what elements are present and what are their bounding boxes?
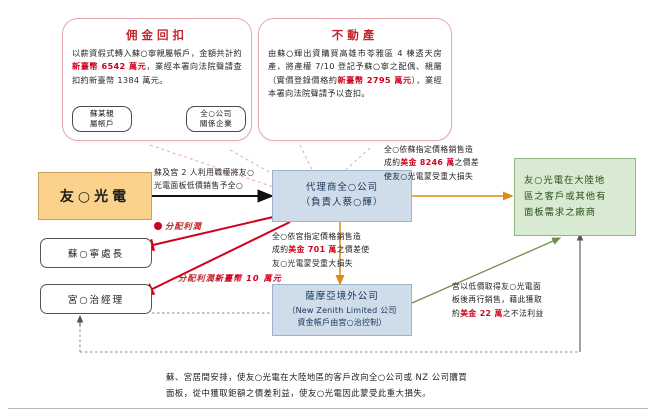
node-youguang-label: 友○光電 bbox=[59, 189, 131, 205]
annotation-nz-profit-line3b: 之不法利益 bbox=[502, 308, 544, 318]
node-su-director: 蘇○寧處長 bbox=[40, 238, 152, 268]
panel-real-estate-body: 由蘇○輝出資購買高雄市苓雅區 4 棟透天房產，將產權 7/10 登記予蘇○寧之配… bbox=[268, 47, 442, 99]
annotation-profit-share-amount: 分配利潤新臺幣 10 萬元 bbox=[178, 272, 282, 286]
annotation-gong-price-line2: 成約美金 701 萬之價差使 bbox=[272, 243, 402, 256]
bottom-summary-line1: 蘇、宮居間安排，使友○光電在大陸地區的客戶改向全○公司或 NZ 公司購買 bbox=[166, 372, 468, 382]
annotation-gong-price-diff: 全○依宮指定價格銷售造 成約美金 701 萬之價差使 友○光電蒙受重大損失 bbox=[272, 230, 402, 270]
annotation-gong-price-line3: 友○光電蒙受重大損失 bbox=[272, 258, 353, 268]
node-agent-line1: 代理商全○公司 bbox=[305, 182, 379, 194]
profit-share-bullet-icon bbox=[154, 222, 162, 230]
annotation-nz-profit-line2: 板後再行銷售，藉此獲取 bbox=[452, 295, 543, 305]
annotation-nz-profit-line3a: 約 bbox=[452, 308, 461, 318]
annotation-gong-price-line1: 全○依宮指定價格銷售造 bbox=[272, 232, 362, 241]
node-samoa-offshore-company: 薩摩亞境外公司 （New Zenith Limited 公司 資金帳戶由宮○治控… bbox=[272, 284, 412, 336]
bottom-summary: 蘇、宮居間安排，使友○光電在大陸地區的客戶改向全○公司或 NZ 公司購買 面板，… bbox=[166, 370, 566, 401]
pill-su-line2: 屬帳戶 bbox=[89, 119, 115, 128]
annotation-nz-profit-line1: 宮以低價取得友○光電面 bbox=[452, 282, 542, 291]
node-gong-manager-label: 宮○治經理 bbox=[67, 295, 125, 306]
annotation-nz-profit-amount: 美金 22 萬 bbox=[460, 308, 503, 318]
annotation-su-price-line2: 成約美金 8246 萬之價差 bbox=[384, 156, 512, 169]
annotation-profit-share: 分配利潤 bbox=[165, 220, 202, 234]
real-estate-amount: 新臺幣 2795 萬元 bbox=[337, 74, 412, 85]
annotation-profit-amount-value: 新臺幣 10 萬元 bbox=[214, 273, 282, 283]
annotation-gong-price-line2a: 成約 bbox=[272, 245, 289, 255]
annotation-gong-price-line2b: 之價差使 bbox=[336, 245, 370, 255]
node-mainland-customers: 友○光電在大陸地 區之客戶或其他有 面板需求之廠商 bbox=[514, 158, 636, 236]
bottom-summary-line2: 面板，從中獲取鉅額之價差利益，使友○光電因此蒙受此重大損失。 bbox=[166, 387, 432, 398]
node-agent-quan-company: 代理商全○公司 （負責人蔡○輝） bbox=[272, 170, 412, 222]
node-customers-line2: 區之客戶或其他有 bbox=[524, 190, 607, 202]
node-su-director-label: 蘇○寧處長 bbox=[67, 249, 125, 260]
annotation-top-flow: 蘇及宮 2 人利用職權將友○ 光電面板低價銷售予全○ bbox=[154, 166, 286, 193]
node-offshore-line1: 薩摩亞境外公司 bbox=[305, 291, 379, 303]
panel-kickback-title: 佣金回扣 bbox=[126, 28, 188, 42]
kickback-amount: 新臺幣 6542 萬元 bbox=[72, 61, 147, 72]
annotation-su-price-diff: 全○依蘇指定價格銷售造 成約美金 8246 萬之價差 使友○光電蒙受重大損失 bbox=[384, 143, 512, 183]
annotation-gong-price-amount: 美金 701 萬 bbox=[288, 245, 337, 255]
annotation-nz-profit-line3: 約美金 22 萬之不法利益 bbox=[452, 307, 576, 320]
annotation-su-price-line1: 全○依蘇指定價格銷售造 bbox=[384, 145, 474, 154]
annotation-su-price-line3: 使友○光電蒙受重大損失 bbox=[384, 171, 474, 181]
node-offshore-line2: （New Zenith Limited 公司 bbox=[287, 305, 397, 315]
annotation-profit-amount-label: 分配利潤 bbox=[178, 273, 215, 283]
annotation-nz-illegal-profit: 宮以低價取得友○光電面 板後再行銷售，藉此獲取 約美金 22 萬之不法利益 bbox=[452, 280, 576, 320]
pill-su-relative-account: 蘇某親 屬帳戶 bbox=[72, 106, 132, 132]
annotation-top-flow-line2: 光電面板低價銷售予全○ bbox=[154, 181, 244, 191]
annotation-top-flow-line1: 蘇及宮 2 人利用職權將友○ bbox=[154, 168, 255, 177]
panel-real-estate-title: 不動產 bbox=[331, 28, 379, 42]
node-youguang-optoelectronics: 友○光電 bbox=[38, 172, 152, 220]
pill-quan-affiliates: 全○公司 關係企業 bbox=[186, 106, 246, 132]
node-gong-manager: 宮○治經理 bbox=[40, 284, 152, 314]
annotation-su-price-line2a: 成約 bbox=[384, 158, 401, 168]
pill-quan-line1: 全○公司 bbox=[200, 108, 232, 118]
node-offshore-line3: 資金帳戶由宮○治控制） bbox=[297, 318, 387, 328]
node-customers-line3: 面板需求之廠商 bbox=[524, 207, 597, 219]
panel-kickback-body: 以薪資假式轉入蘇○寧親屬帳戶，金額共計約新臺幣 6542 萬元，業經本署向法院聲… bbox=[72, 47, 242, 85]
annotation-profit-share-label: 分配利潤 bbox=[165, 221, 202, 231]
panel-real-estate: 不動產 由蘇○輝出資購買高雄市苓雅區 4 棟透天房產，將產權 7/10 登記予蘇… bbox=[258, 18, 452, 141]
node-customers-line1: 友○光電在大陸地 bbox=[524, 174, 606, 186]
annotation-su-price-line2b: 之價差 bbox=[454, 158, 480, 168]
pill-su-line1: 蘇某親 bbox=[89, 108, 115, 118]
pill-quan-line2: 關係企業 bbox=[199, 119, 233, 128]
node-agent-line2: （負責人蔡○輝） bbox=[300, 197, 384, 208]
bottom-divider bbox=[8, 408, 648, 409]
annotation-su-price-amount: 美金 8246 萬 bbox=[400, 158, 455, 168]
